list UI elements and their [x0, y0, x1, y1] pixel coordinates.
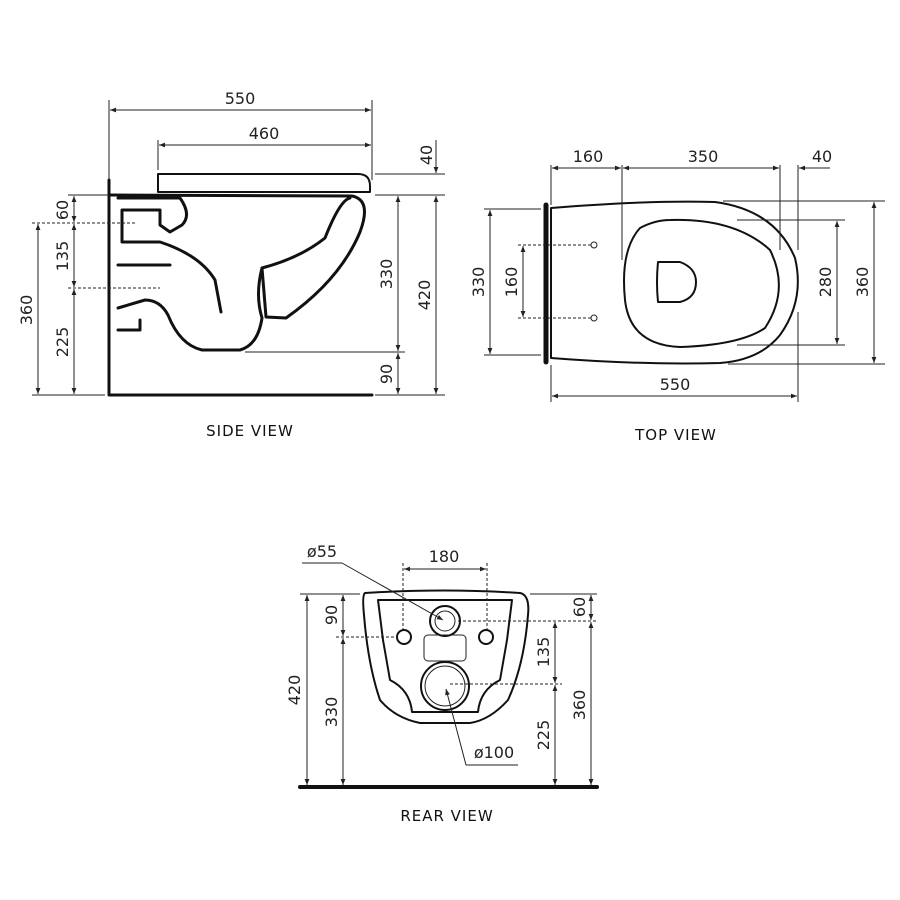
side-dim-420: 420	[415, 280, 434, 311]
side-dim-550: 550	[225, 89, 256, 108]
rear-view-title: REAR VIEW	[400, 807, 493, 825]
top-view-title: TOP VIEW	[634, 426, 717, 444]
top-dim-350: 350	[688, 147, 719, 166]
rear-dim-420: 420	[285, 675, 304, 706]
side-dim-460: 460	[249, 124, 280, 143]
rear-dim-d55: ø55	[307, 542, 337, 561]
side-dim-225: 225	[53, 327, 72, 358]
rear-recess	[423, 634, 467, 662]
top-dim-160: 160	[573, 147, 604, 166]
top-dim-280: 280	[816, 267, 835, 298]
side-view-title: SIDE VIEW	[206, 422, 294, 440]
top-bowl-outline	[550, 200, 799, 365]
side-dim-60: 60	[53, 200, 72, 220]
top-dim-360: 360	[853, 267, 872, 298]
side-dim-40: 40	[417, 145, 436, 165]
top-dim-160-bolts: 160	[502, 267, 521, 298]
rear-dim-60: 60	[570, 597, 589, 617]
rear-dim-360: 360	[570, 690, 589, 721]
rear-dim-d100: ø100	[474, 743, 514, 762]
top-bolt-hole	[590, 314, 598, 322]
side-seat	[157, 173, 371, 193]
top-seat-outline	[623, 218, 780, 348]
top-bowl-opening	[656, 261, 697, 303]
rear-outlet-100	[420, 661, 470, 711]
rear-inner-outline	[377, 599, 513, 713]
side-spigot-lower	[116, 318, 142, 332]
rear-dim-330: 330	[322, 697, 341, 728]
side-outlet	[116, 266, 264, 352]
rear-dim-180: 180	[429, 547, 460, 566]
top-view: 160 350 40 550 330 160 280 360 TOP VIEW	[469, 147, 885, 444]
top-dim-40: 40	[812, 147, 832, 166]
side-dim-330: 330	[377, 259, 396, 290]
rear-dim-225: 225	[534, 720, 553, 751]
side-inlet	[116, 196, 223, 314]
rear-dim-135: 135	[534, 637, 553, 668]
top-dim-330: 330	[469, 267, 488, 298]
side-dim-135: 135	[53, 241, 72, 272]
side-dim-90: 90	[377, 364, 396, 384]
side-bowl-front	[107, 193, 366, 320]
rear-bolt-hole	[396, 629, 412, 645]
rear-dim-90: 90	[322, 605, 341, 625]
side-view: 550 460 40 330 420 90 60 135 225 360 SID…	[17, 89, 445, 440]
top-bolt-hole	[590, 241, 598, 249]
rear-view: 180 ø55 ø100 420 90 330 60 135 225 360 R…	[285, 542, 599, 825]
top-dim-550: 550	[660, 375, 691, 394]
side-wall-floor	[107, 178, 374, 397]
rear-bolt-hole	[478, 629, 494, 645]
side-dim-360: 360	[17, 295, 36, 326]
